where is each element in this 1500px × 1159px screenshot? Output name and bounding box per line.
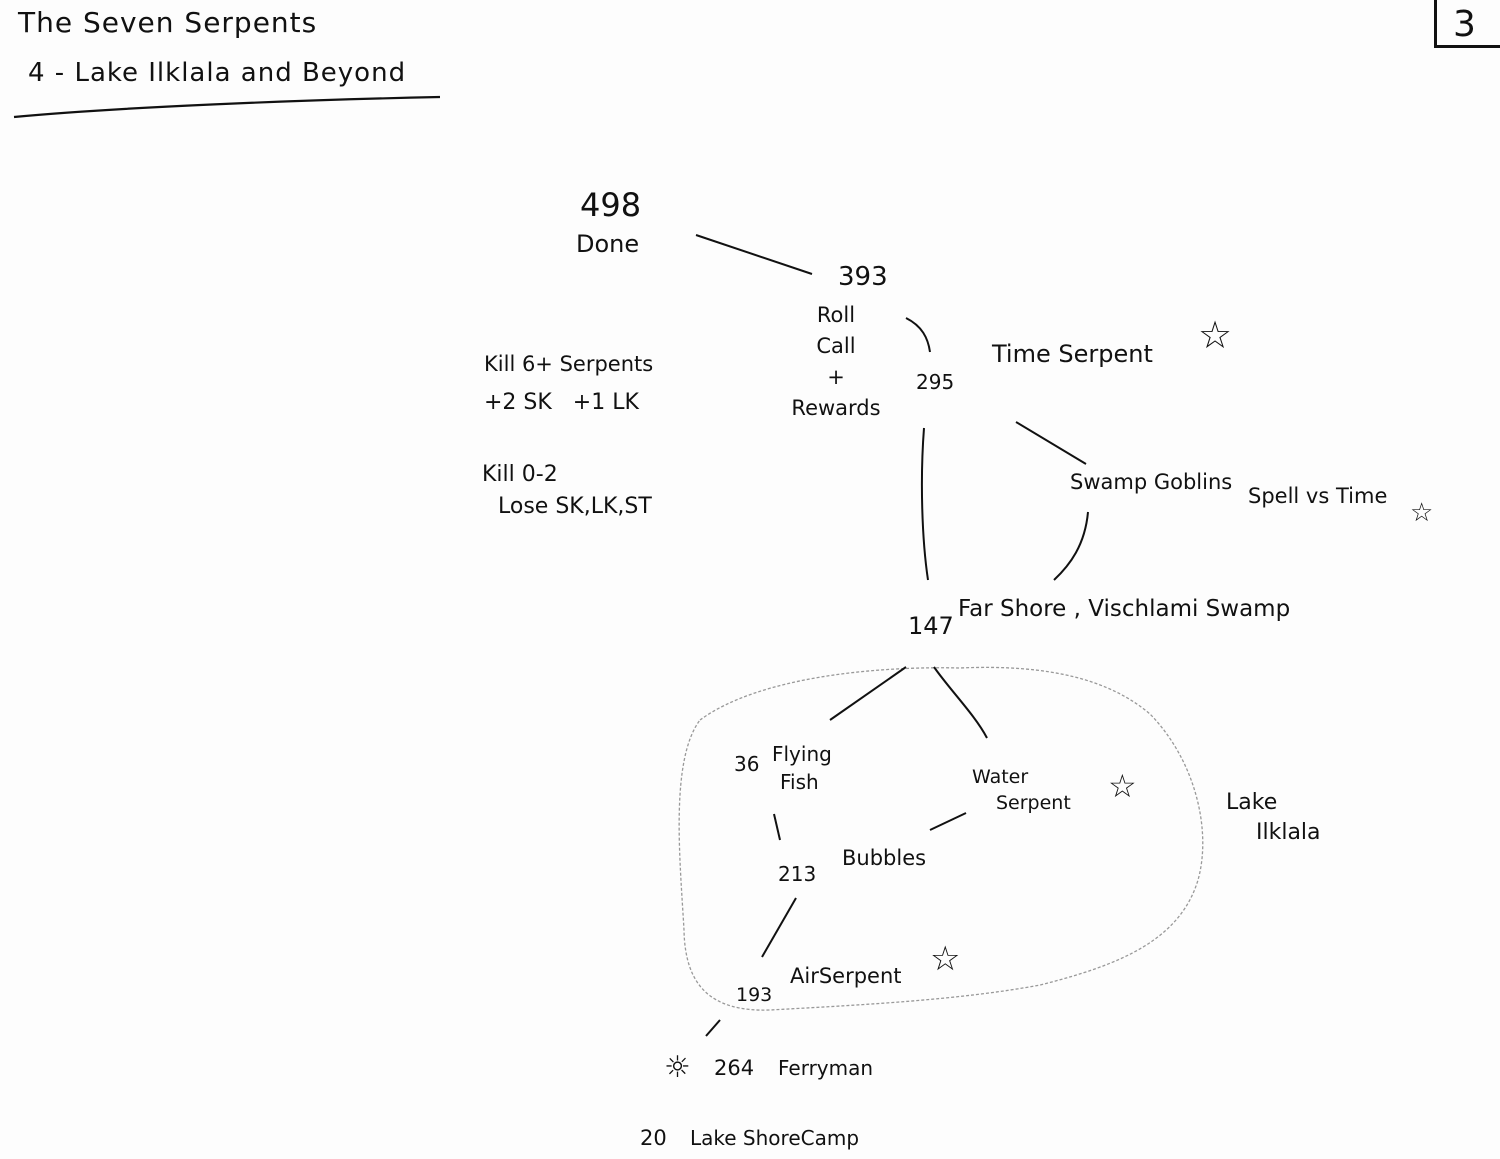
node-36-label: Flying Fish <box>772 740 832 796</box>
edge-water-serpent-bubbles <box>929 812 967 831</box>
lake-label: Lake Ilklala <box>1226 788 1321 848</box>
node-393-line-3: + <box>827 365 845 389</box>
node-147-number: 147 <box>908 612 954 640</box>
node-393-line-2: Call <box>816 334 856 358</box>
node-water-serpent-line-2: Serpent <box>996 792 1071 814</box>
node-20-label: Lake ShoreCamp <box>690 1126 860 1150</box>
edge-flying-fish-213 <box>773 813 781 841</box>
node-water-serpent-label: Water Serpent <box>972 764 1071 816</box>
node-295-label: Time Serpent <box>992 340 1153 368</box>
node-498-number: 498 <box>580 186 642 224</box>
note-kill-many-line-1: Kill 6+ Serpents <box>484 352 654 376</box>
lake-outline <box>678 666 1204 1011</box>
node-36-line-1: Flying <box>772 742 832 766</box>
node-36-number: 36 <box>734 752 760 776</box>
lake-label-line-2: Ilklala <box>1256 820 1321 845</box>
node-213-label: Bubbles <box>842 846 927 870</box>
node-147-label: Far Shore , Vischlami Swamp <box>958 596 1291 622</box>
edge-147-flying-fish <box>829 666 907 721</box>
star-icon: ☆ <box>1108 767 1137 805</box>
node-393-label: Roll Call + Rewards <box>786 300 886 424</box>
node-498-label: Done <box>576 230 640 258</box>
node-water-serpent-line-1: Water <box>972 766 1029 788</box>
sun-icon: ☼ <box>664 1050 691 1085</box>
node-193-number: 193 <box>736 984 773 1006</box>
edge-295-goblins <box>1015 421 1087 465</box>
node-20-number: 20 <box>640 1126 667 1150</box>
edge-498-393 <box>695 234 813 275</box>
edge-147-water-serpent <box>933 666 988 739</box>
node-295-number: 295 <box>916 370 955 394</box>
note-kill-many-line-2: +2 SK +1 LK <box>484 390 639 415</box>
edge-193-264 <box>705 1019 721 1037</box>
node-393-number: 393 <box>838 262 888 292</box>
star-icon: ☆ <box>930 939 961 979</box>
page-number: 3 <box>1453 4 1476 45</box>
diagram-title: The Seven Serpents <box>18 6 318 39</box>
node-393-line-1: Roll <box>816 303 856 327</box>
lake-label-line-1: Lake <box>1226 790 1278 815</box>
star-icon: ☆ <box>1198 313 1233 357</box>
node-393-line-4: Rewards <box>791 396 881 420</box>
edge-goblins-147 <box>1053 511 1089 581</box>
node-36-line-2: Fish <box>780 770 819 794</box>
note-kill-few-line-2: Lose SK,LK,ST <box>498 494 652 519</box>
node-264-label: Ferryman <box>778 1056 874 1080</box>
node-swamp-goblins-label: Swamp Goblins <box>1070 470 1233 494</box>
node-213-number: 213 <box>778 862 817 886</box>
node-spell-vs-time-label: Spell vs Time <box>1248 484 1388 508</box>
note-kill-few-line-1: Kill 0-2 <box>482 462 558 487</box>
edge-213-193 <box>761 897 797 958</box>
diagram-subtitle: 4 - Lake Ilklala and Beyond <box>28 58 407 88</box>
star-icon: ☆ <box>1410 498 1434 528</box>
edge-295-147 <box>920 427 929 581</box>
page-number-box: 3 <box>1434 0 1500 48</box>
node-193-label: AirSerpent <box>790 964 902 988</box>
edge-393-295 <box>905 317 931 353</box>
title-underline <box>13 95 441 119</box>
node-264-number: 264 <box>714 1056 755 1080</box>
